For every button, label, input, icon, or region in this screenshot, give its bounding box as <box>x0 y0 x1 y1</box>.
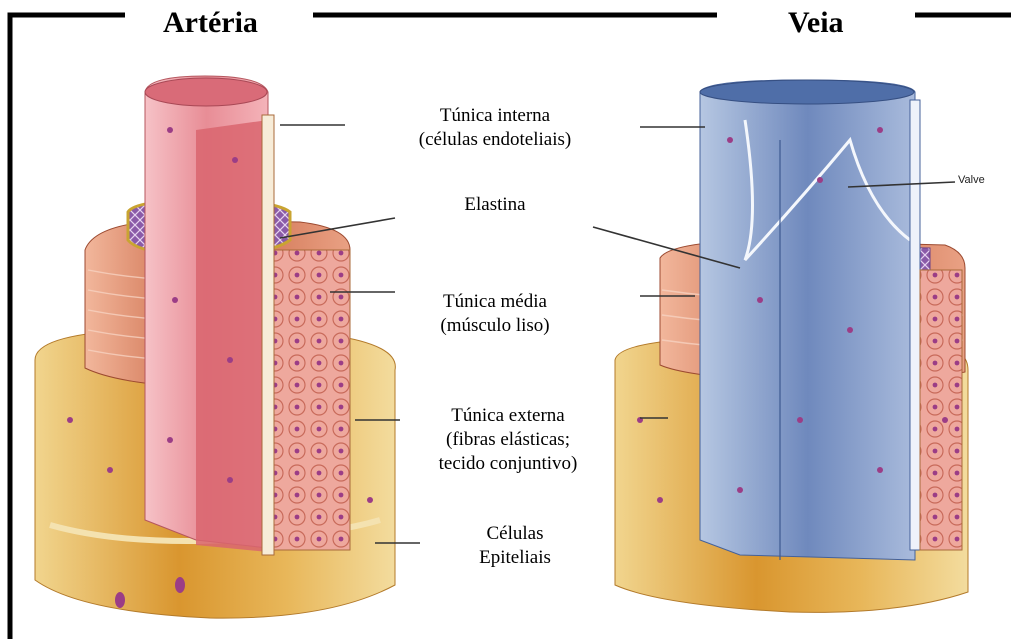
label-tunica-interna-line1: Túnica interna <box>385 104 605 128</box>
vein-title: Veia <box>788 8 844 38</box>
label-celulas-line1: Células <box>450 522 580 546</box>
label-tunica-media-line1: Túnica média <box>420 290 570 314</box>
label-valve: Valve <box>958 174 985 186</box>
artery-title: Artéria <box>163 8 258 38</box>
label-elastina: Elastina <box>430 193 560 217</box>
label-tunica-externa-line1: Túnica externa <box>408 404 608 428</box>
label-tunica-media-line2: (músculo liso) <box>420 314 570 338</box>
label-tunica-media: Túnica média (músculo liso) <box>420 290 570 338</box>
vein-tunica-interna <box>700 80 915 560</box>
label-tunica-interna-line2: (células endoteliais) <box>385 128 605 152</box>
label-tunica-interna: Túnica interna (células endoteliais) <box>385 104 605 152</box>
vein-illustration <box>615 80 968 612</box>
label-celulas-epiteliais: Células Epiteliais <box>450 522 580 570</box>
label-tunica-externa-line2: (fibras elásticas; <box>408 428 608 452</box>
label-tunica-externa: Túnica externa (fibras elásticas; tecido… <box>408 404 608 476</box>
label-tunica-externa-line3: tecido conjuntivo) <box>408 452 608 476</box>
label-celulas-line2: Epiteliais <box>450 546 580 570</box>
artery-illustration <box>35 76 395 618</box>
